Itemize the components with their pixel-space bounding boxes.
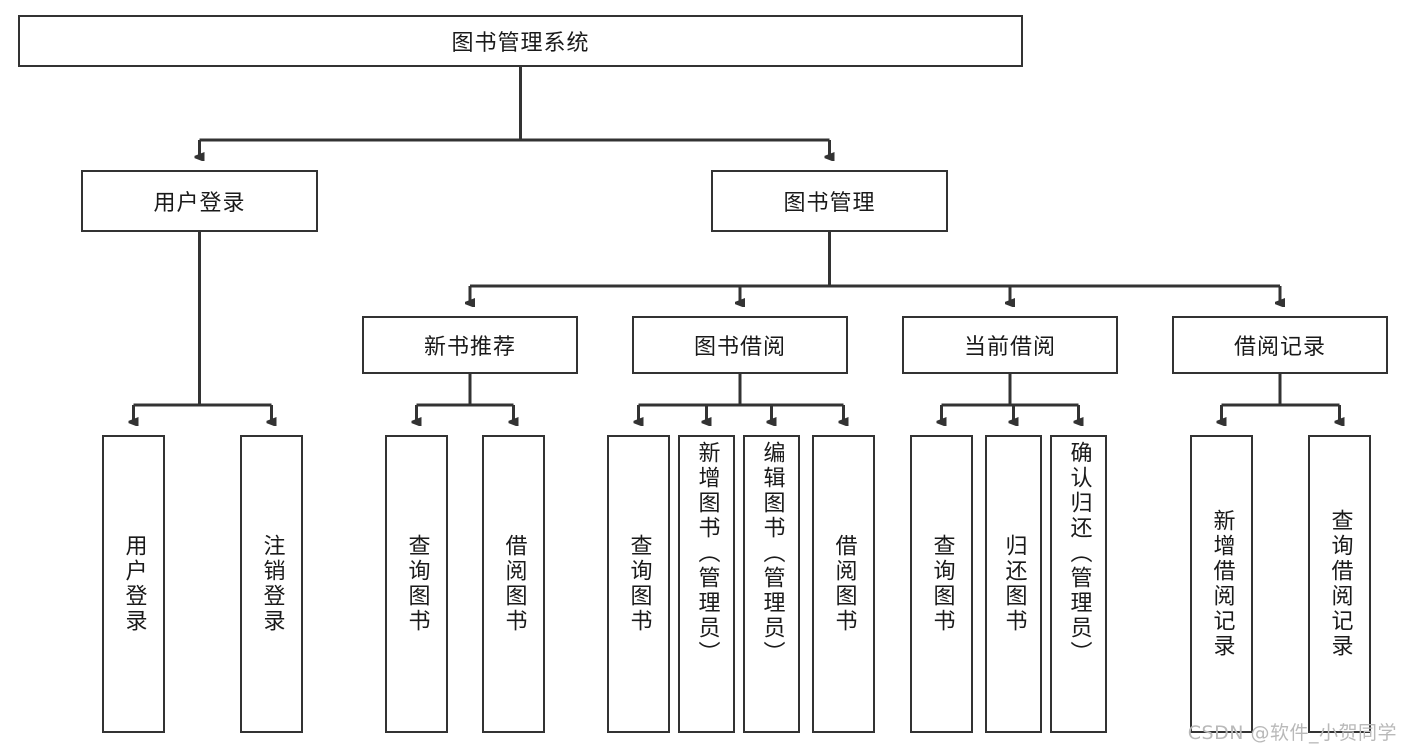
node-label: 查询借阅记录 bbox=[1327, 509, 1353, 659]
node-label: 图书管理 bbox=[783, 191, 876, 216]
node-l3-borrow-record[interactable]: 借阅记录 bbox=[1172, 316, 1388, 374]
node-label: 借阅记录 bbox=[1233, 335, 1326, 360]
node-label: 查询图书 bbox=[929, 534, 955, 634]
node-leaf-query-record[interactable]: 查询借阅记录 bbox=[1308, 435, 1371, 733]
node-label: 查询图书 bbox=[626, 534, 652, 634]
node-leaf-add-book[interactable]: 新增图书（管理员） bbox=[678, 435, 735, 733]
node-label: 新增借阅记录 bbox=[1209, 509, 1235, 659]
node-leaf-confirm-return[interactable]: 确认归还（管理员） bbox=[1050, 435, 1107, 733]
node-leaf-query-book-cur[interactable]: 查询图书 bbox=[910, 435, 973, 733]
node-leaf-return-book[interactable]: 归还图书 bbox=[985, 435, 1042, 733]
node-label: 用户登录 bbox=[153, 191, 246, 216]
node-l3-current-borrow[interactable]: 当前借阅 bbox=[902, 316, 1118, 374]
node-leaf-query-book-rec[interactable]: 查询图书 bbox=[385, 435, 448, 733]
node-leaf-query-book-borrow[interactable]: 查询图书 bbox=[607, 435, 670, 733]
node-label: 编辑图书（管理员） bbox=[759, 441, 785, 666]
node-label: 注销登录 bbox=[259, 534, 285, 634]
node-label: 图书管理系统 bbox=[451, 31, 590, 56]
node-l3-new-book-rec[interactable]: 新书推荐 bbox=[362, 316, 578, 374]
node-label: 新增图书（管理员） bbox=[694, 441, 720, 666]
node-label: 用户登录 bbox=[121, 534, 147, 634]
node-leaf-user-login[interactable]: 用户登录 bbox=[102, 435, 165, 733]
node-label: 图书借阅 bbox=[693, 335, 786, 360]
node-leaf-borrow-book-rec[interactable]: 借阅图书 bbox=[482, 435, 545, 733]
node-l3-book-borrow[interactable]: 图书借阅 bbox=[632, 316, 848, 374]
node-label: 查询图书 bbox=[404, 534, 430, 634]
node-label: 确认归还（管理员） bbox=[1066, 441, 1092, 666]
edge-group bbox=[134, 67, 1340, 422]
node-label: 当前借阅 bbox=[963, 335, 1056, 360]
node-leaf-edit-book[interactable]: 编辑图书（管理员） bbox=[743, 435, 800, 733]
node-label: 借阅图书 bbox=[501, 534, 527, 634]
node-label: 新书推荐 bbox=[423, 335, 516, 360]
node-label: 归还图书 bbox=[1001, 534, 1027, 634]
node-root[interactable]: 图书管理系统 bbox=[18, 15, 1023, 67]
node-leaf-logout[interactable]: 注销登录 bbox=[240, 435, 303, 733]
node-l2-user-login[interactable]: 用户登录 bbox=[81, 170, 318, 232]
node-label: 借阅图书 bbox=[831, 534, 857, 634]
node-leaf-add-record[interactable]: 新增借阅记录 bbox=[1190, 435, 1253, 733]
node-l2-book-mgmt[interactable]: 图书管理 bbox=[711, 170, 948, 232]
node-leaf-borrow-book[interactable]: 借阅图书 bbox=[812, 435, 875, 733]
